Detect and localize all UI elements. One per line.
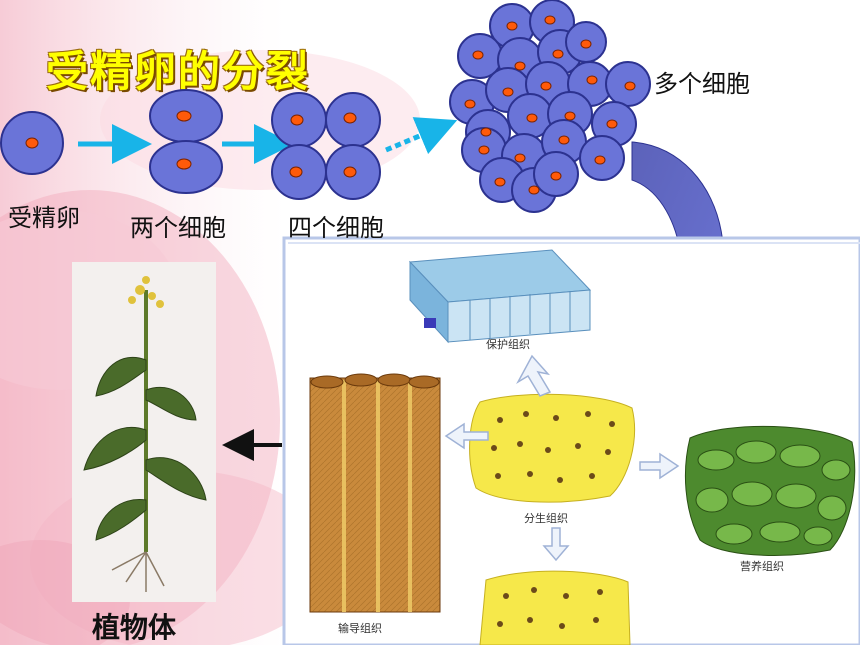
label-two-cells: 两个细胞	[130, 214, 226, 242]
label-meristematic-tissue: 分生组织	[524, 512, 568, 525]
label-protective-tissue: 保护组织	[486, 338, 530, 351]
meristematic-tissue-image-2	[479, 570, 631, 645]
tissue-arrows	[444, 354, 680, 562]
meristematic-tissue-image	[469, 393, 636, 503]
nutritive-tissue-image	[684, 425, 856, 556]
label-plant-body: 植物体	[92, 611, 177, 644]
label-conducting-tissue: 输导组织	[338, 622, 382, 635]
many-cells-cluster	[449, 0, 651, 213]
two-cells	[149, 89, 223, 194]
conducting-tissue-image	[309, 373, 441, 613]
arrow-3	[385, 117, 458, 155]
label-four-cells: 四个细胞	[288, 214, 384, 242]
many-cells-nuclei	[464, 15, 636, 195]
label-many-cells: 多个细胞	[654, 70, 750, 98]
protective-tissue-image	[408, 249, 592, 344]
label-zygote: 受精卵	[8, 204, 80, 232]
page-title: 受精卵的分裂	[46, 47, 311, 96]
label-nutritive-tissue: 营养组织	[740, 560, 784, 573]
zygote-cell	[0, 111, 64, 175]
plant-image	[72, 262, 216, 602]
four-cells	[271, 92, 381, 200]
